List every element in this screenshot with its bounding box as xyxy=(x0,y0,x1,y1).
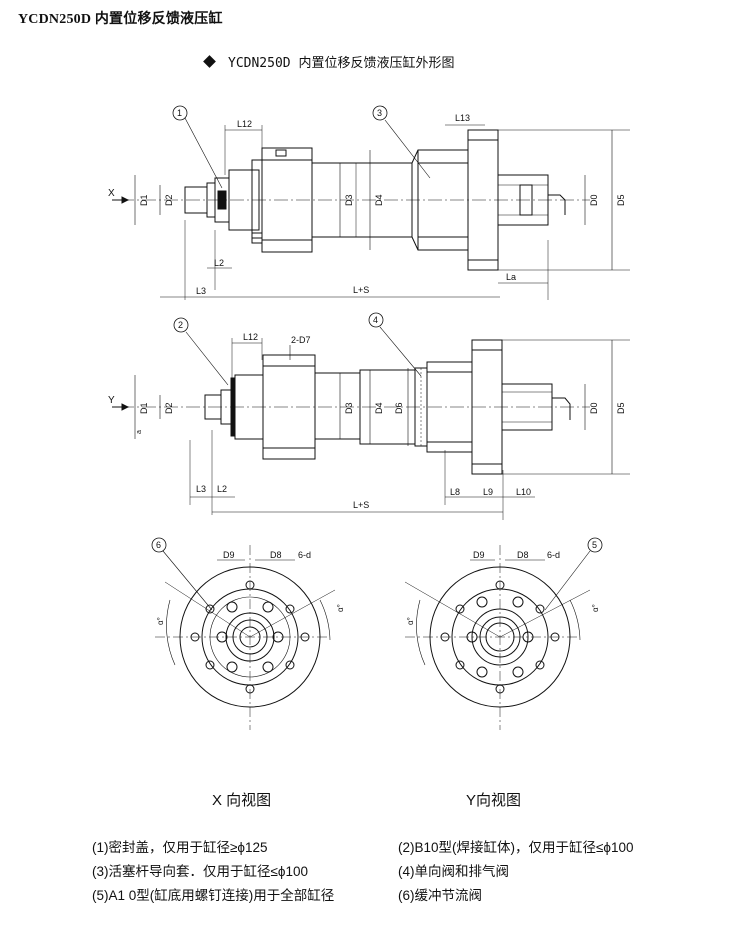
dim-l3-mid: L3 xyxy=(196,484,206,494)
callout-3: 3 xyxy=(377,108,382,118)
dim-d0-top: D0 xyxy=(589,194,599,206)
dim-2-d7: 2-D7 xyxy=(291,335,311,345)
dim-l2-mid: L2 xyxy=(217,484,227,494)
cylinder-drawing-top xyxy=(112,105,630,300)
note-1: (1)密封盖，仅用于缸径≥ϕ125 xyxy=(92,840,268,855)
dim-d6-mid: D6 xyxy=(394,402,404,414)
dim-d1-mid: D1 xyxy=(139,402,149,414)
angle-a2-x: α° xyxy=(336,604,345,612)
callout-2: 2 xyxy=(178,320,183,330)
note-4: (4)单向阀和排气阀 xyxy=(398,864,509,879)
dim-l12-top: L12 xyxy=(237,119,252,129)
dim-l8: L8 xyxy=(450,487,460,497)
dim-d0-mid: D0 xyxy=(589,402,599,414)
note-2: (2)B10型(焊接缸体)，仅用于缸径≤ϕ100 xyxy=(398,840,634,855)
angle-a1-y: α° xyxy=(406,617,415,625)
y-view-caption: Y向视图 xyxy=(466,792,522,809)
dim-l9: L9 xyxy=(483,487,493,497)
dim-l13: L13 xyxy=(455,113,470,123)
dim-small-mark: a xyxy=(136,430,143,434)
dim-d3-top: D3 xyxy=(344,194,354,206)
dim-d3-mid: D3 xyxy=(344,402,354,414)
dim-d1-top: D1 xyxy=(139,194,149,206)
dim-d2-top: D2 xyxy=(164,194,174,206)
flange-x-view xyxy=(151,537,336,730)
dim-d5-top: D5 xyxy=(616,194,626,206)
dim-d2-mid: D2 xyxy=(164,402,174,414)
x-view-arrow-label: X xyxy=(108,188,115,199)
callout-1: 1 xyxy=(177,108,182,118)
subtitle-text: YCDN250D 内置位移反馈液压缸外形图 xyxy=(228,56,455,71)
dim-d4-top: D4 xyxy=(374,194,384,206)
dim-l2-top: L2 xyxy=(214,258,224,268)
callout-4: 4 xyxy=(373,315,378,325)
dim-d9-x: D9 xyxy=(223,550,235,560)
dim-l10: L10 xyxy=(516,487,531,497)
note-3: (3)活塞杆导向套．仅用于缸径≤ϕ100 xyxy=(92,864,308,879)
angle-a2-y: α° xyxy=(591,604,600,612)
note-5: (5)A1 0型(缸底用螺钉连接)用于全部缸径 xyxy=(92,888,335,903)
x-view-caption: X 向视图 xyxy=(212,792,272,809)
dim-d8-y: D8 xyxy=(517,550,529,560)
page-title: YCDN250D 内置位移反馈液压缸 xyxy=(18,12,223,27)
dim-d8-x: D8 xyxy=(270,550,282,560)
y-view-arrow-label: Y xyxy=(108,395,115,406)
drawing-subtitle: YCDN250D 内置位移反馈液压缸外形图 xyxy=(203,52,455,71)
dim-ls-mid: L+S xyxy=(353,500,369,510)
note-6: (6)缓冲节流阀 xyxy=(398,888,482,903)
dim-la: La xyxy=(506,272,516,282)
angle-a1-x: α° xyxy=(156,617,165,625)
callout-5: 5 xyxy=(592,540,597,550)
dim-d4-mid: D4 xyxy=(374,402,384,414)
dim-d5-mid: D5 xyxy=(616,402,626,414)
dim-6-d-x: 6-d xyxy=(298,550,311,560)
dim-l12-mid: L12 xyxy=(243,332,258,342)
dim-d9-y: D9 xyxy=(473,550,485,560)
dim-ls-top: L+S xyxy=(353,285,369,295)
callout-6: 6 xyxy=(156,540,161,550)
dim-6-d-y: 6-d xyxy=(547,550,560,560)
flange-y-view xyxy=(404,537,603,730)
dim-l3-top: L3 xyxy=(196,286,206,296)
cylinder-drawing-middle xyxy=(112,312,630,520)
